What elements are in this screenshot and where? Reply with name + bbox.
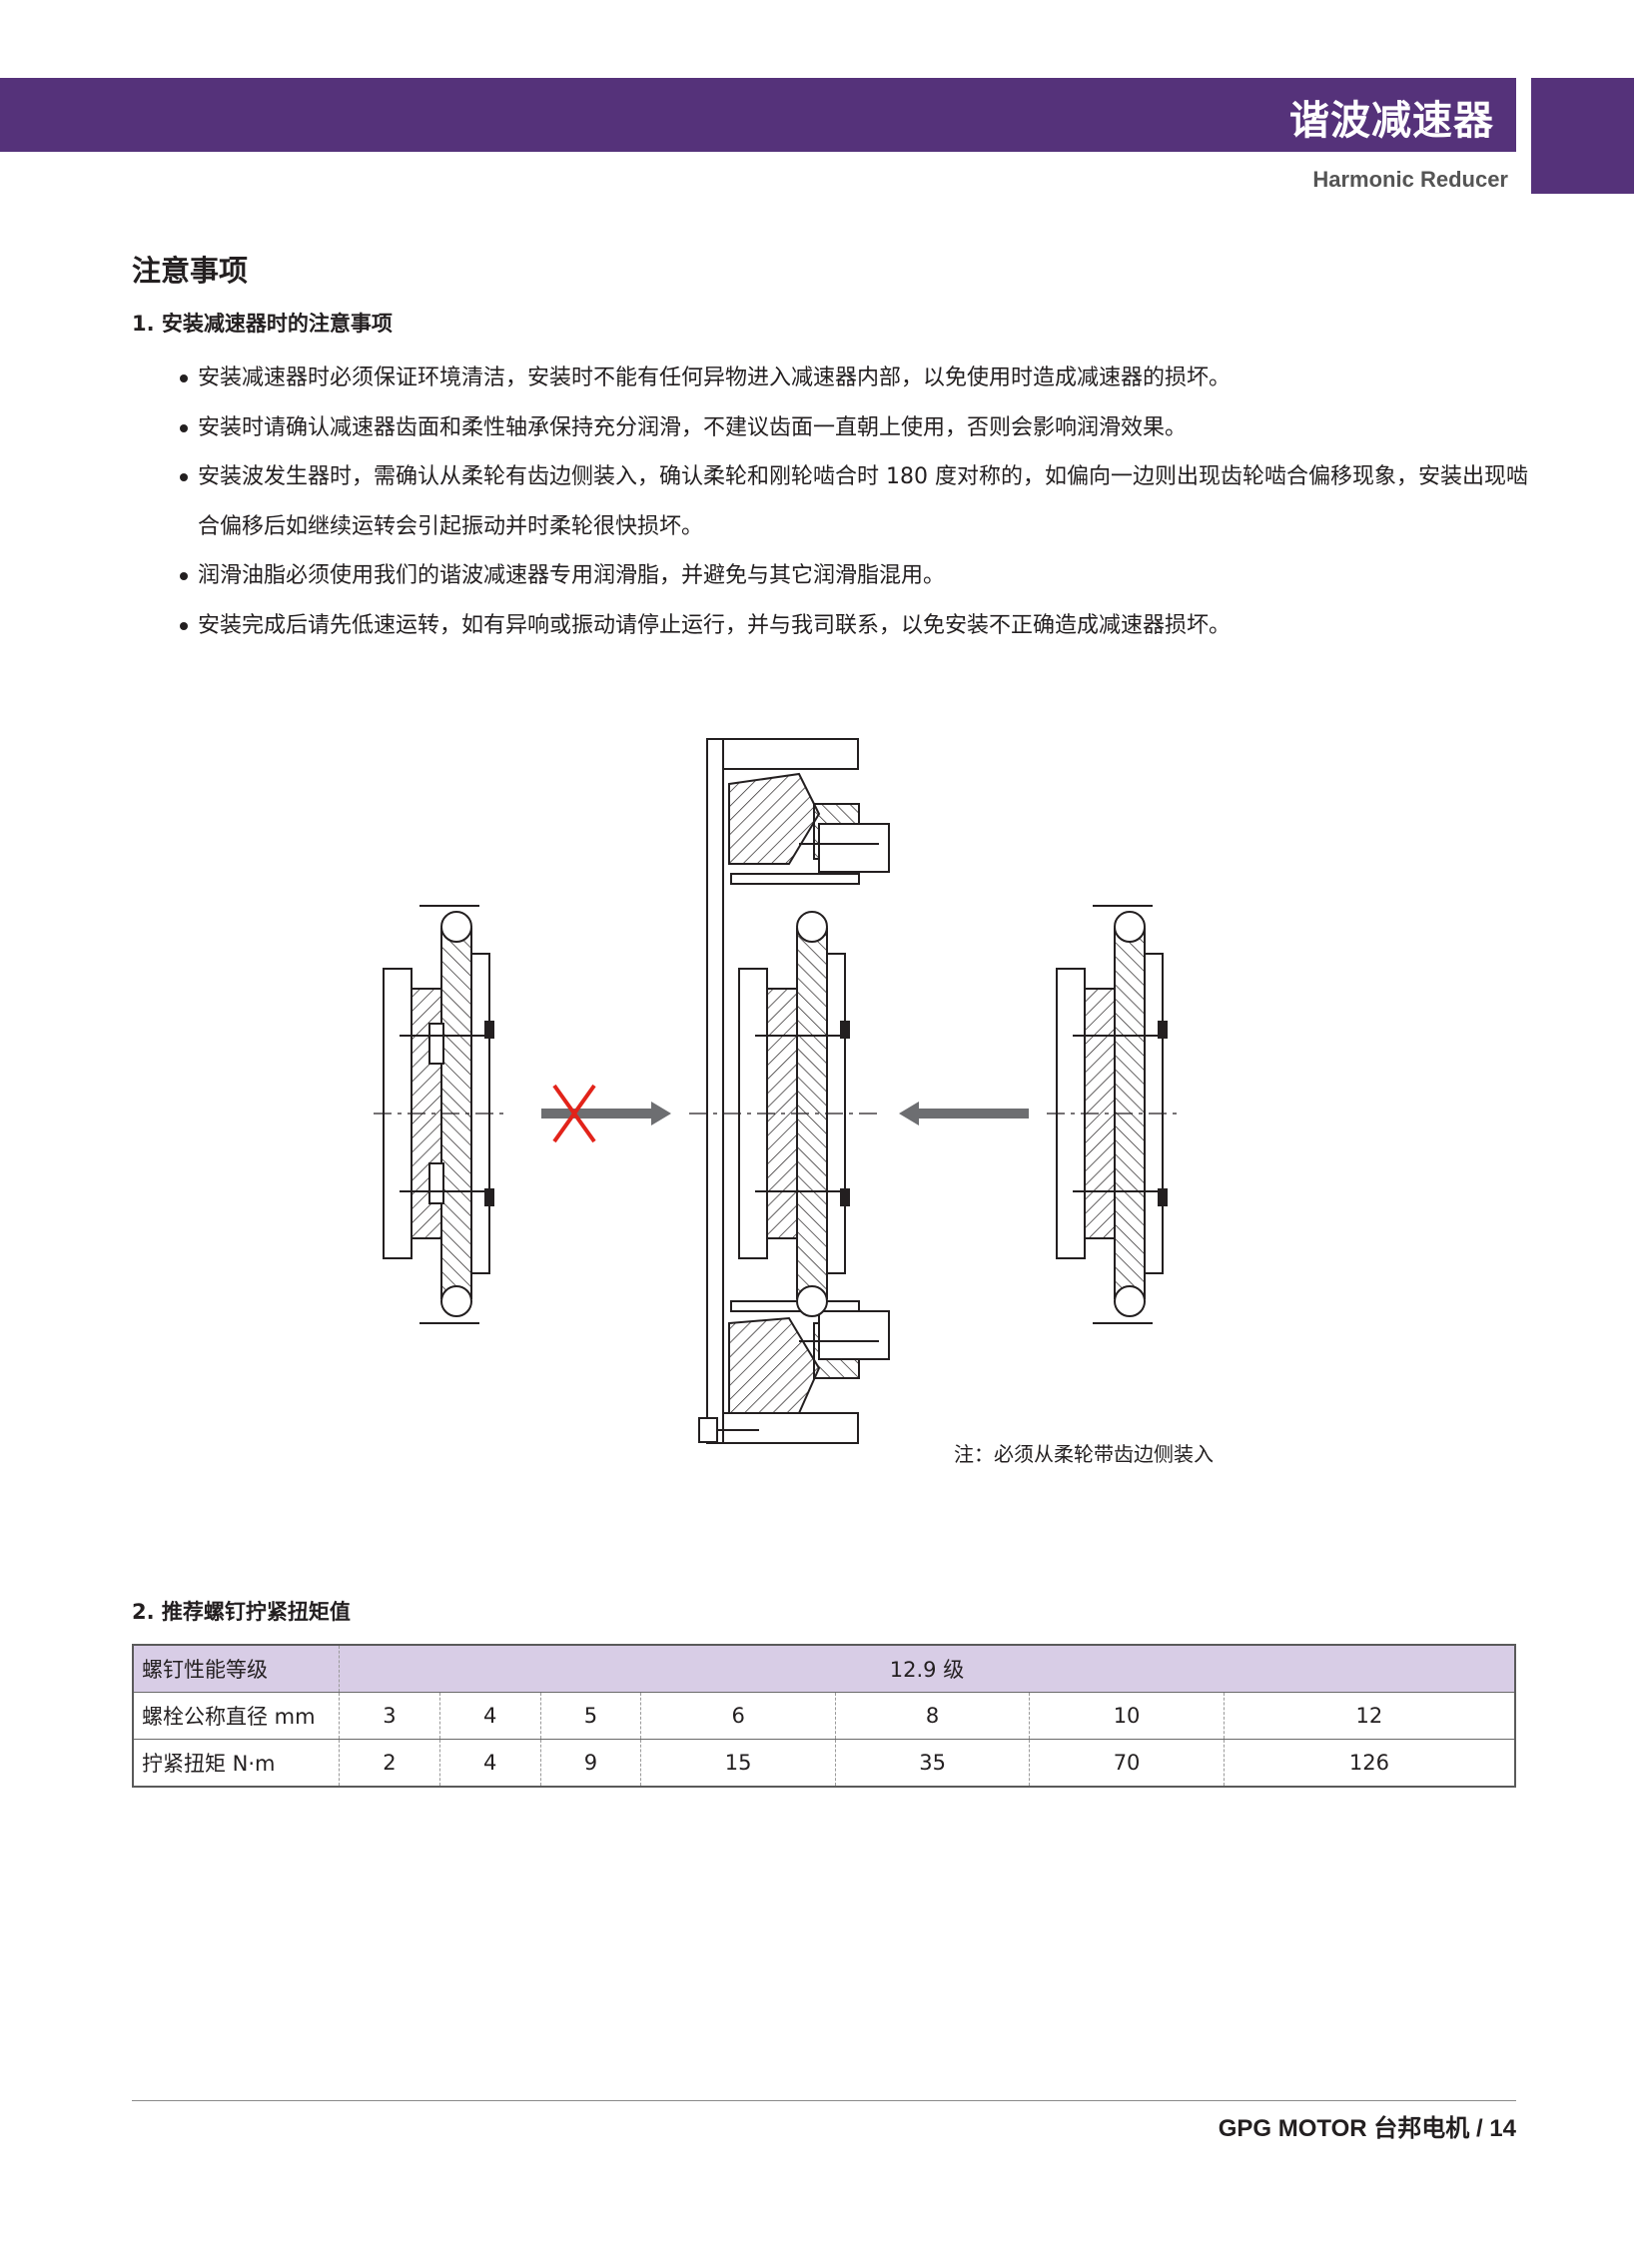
table-row: 螺钉性能等级 12.9 级: [133, 1645, 1515, 1693]
install-heading: 1. 安装减速器时的注意事项: [132, 312, 393, 336]
table-cell: 70: [1029, 1739, 1225, 1788]
diagram-note: 注：必须从柔轮带齿边侧装入: [954, 1442, 1214, 1466]
install-notes-list: 安装减速器时必须保证环境清洁，安装时不能有任何异物进入减速器内部，以免使用时造成…: [176, 354, 1534, 650]
torque-table: 螺钉性能等级 12.9 级 螺栓公称直径 mm 3 4 5 6 8 10 12 …: [132, 1644, 1516, 1788]
table-cell: 6: [640, 1692, 836, 1740]
table-cell: 10: [1029, 1692, 1225, 1740]
table-row: 螺栓公称直径 mm 3 4 5 6 8 10 12: [133, 1692, 1515, 1740]
table-cell: 12: [1223, 1692, 1515, 1740]
table-cell: 5: [539, 1692, 641, 1740]
header-bar: 谐波减速器: [0, 78, 1516, 152]
left-wave-generator: [374, 905, 507, 1324]
table-cell: 3: [339, 1692, 440, 1740]
note-item: 安装时请确认减速器齿面和柔性轴承保持充分润滑，不建议齿面一直朝上使用，否则会影响…: [176, 403, 1534, 453]
installation-diagram: [374, 738, 1181, 1444]
table-cell: 8: [834, 1692, 1030, 1740]
section-title: 注意事项: [132, 254, 249, 288]
note-item: 安装波发生器时，需确认从柔轮有齿边侧装入，确认柔轮和刚轮啮合时 180 度对称的…: [176, 452, 1534, 551]
table-cell: 35: [834, 1739, 1030, 1788]
footer-divider: [132, 2100, 1516, 2101]
wrong-direction-arrow: [541, 1084, 671, 1143]
table-row: 拧紧扭矩 N·m 2 4 9 15 35 70 126: [133, 1739, 1515, 1788]
table-cell: 9: [539, 1739, 641, 1788]
table-cell: 4: [438, 1692, 541, 1740]
row-label: 螺栓公称直径 mm: [133, 1692, 340, 1740]
right-wave-generator: [1047, 905, 1181, 1324]
row-label: 拧紧扭矩 N·m: [133, 1739, 340, 1788]
torque-heading: 2. 推荐螺钉拧紧扭矩值: [132, 1600, 351, 1624]
header-accent-block: [1531, 78, 1634, 194]
center-reducer: [689, 738, 890, 1444]
note-item: 润滑油脂必须使用我们的谐波减速器专用润滑脂，并避免与其它润滑脂混用。: [176, 551, 1534, 601]
note-item: 安装减速器时必须保证环境清洁，安装时不能有任何异物进入减速器内部，以免使用时造成…: [176, 354, 1534, 403]
note-item: 安装完成后请先低速运转，如有异响或振动请停止运行，并与我司联系，以免安装不正确造…: [176, 601, 1534, 651]
table-cell: 12.9 级: [339, 1645, 1515, 1693]
row-label: 螺钉性能等级: [133, 1645, 340, 1693]
table-cell: 15: [640, 1739, 836, 1788]
table-cell: 126: [1223, 1739, 1515, 1788]
footer-text: GPG MOTOR 台邦电机 / 14: [1218, 2115, 1516, 2142]
table-cell: 4: [438, 1739, 541, 1788]
header-title: 谐波减速器: [1289, 98, 1494, 144]
header-subtitle: Harmonic Reducer: [1312, 167, 1508, 192]
table-cell: 2: [339, 1739, 440, 1788]
correct-direction-arrow: [899, 1102, 1029, 1125]
